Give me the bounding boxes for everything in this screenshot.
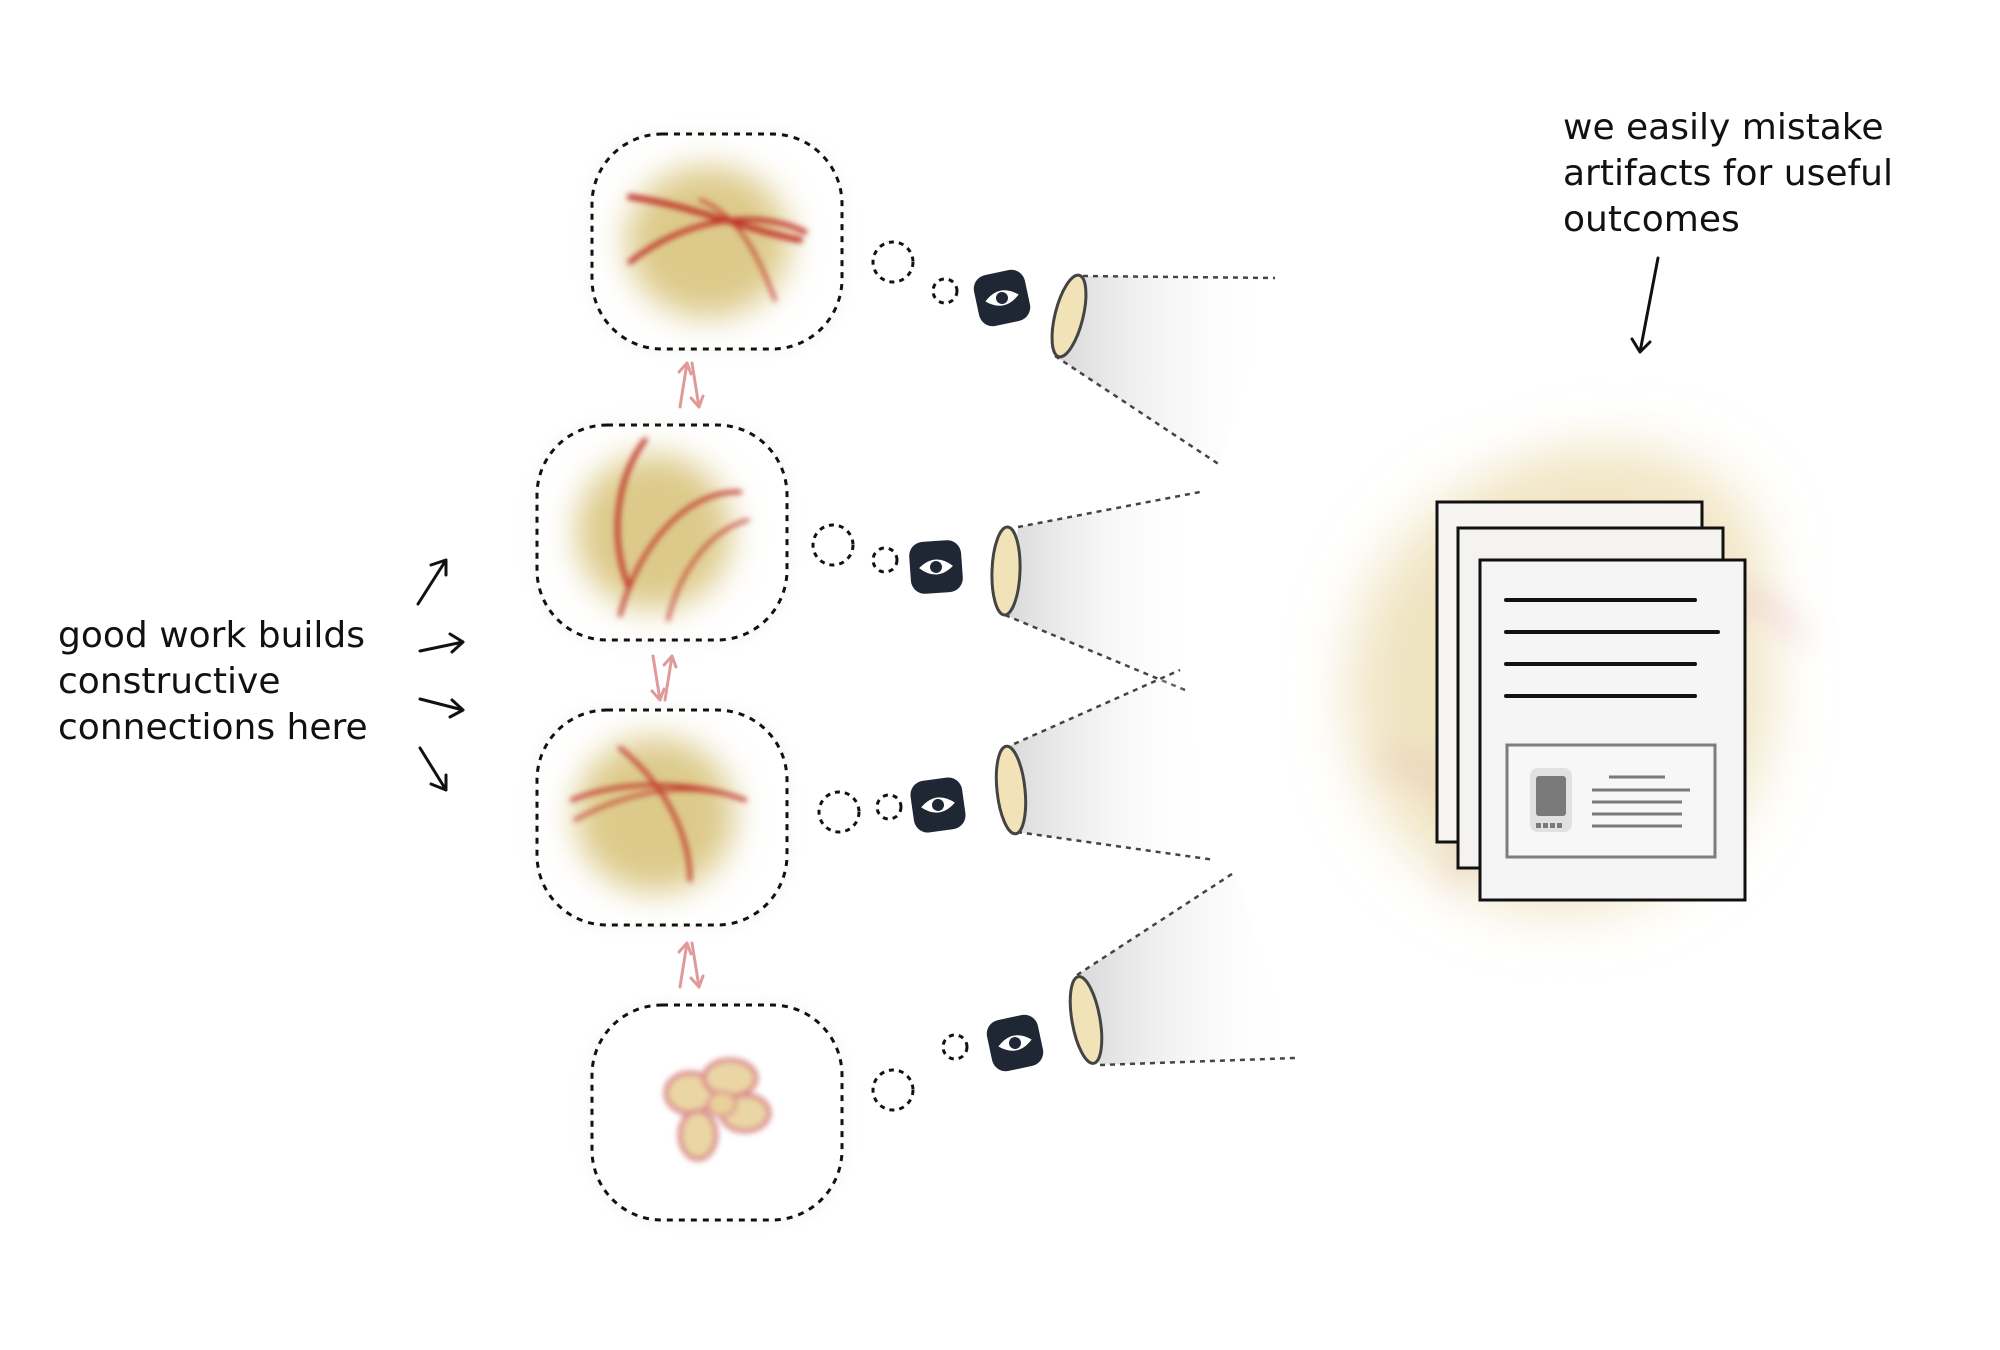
arrow-icon	[416, 256, 1660, 792]
swap-arrows-icon	[650, 361, 705, 989]
annotation-right-line-3: outcomes	[1563, 199, 1740, 240]
eye-icon	[986, 1014, 1044, 1072]
eye-icon	[910, 777, 966, 833]
thought-node-4	[590, 1003, 844, 1222]
thought-node-3	[535, 708, 789, 927]
spotlight-icon	[1050, 273, 1276, 467]
annotation-left: good work builds constructive connection…	[58, 613, 368, 751]
thought-bubbles	[811, 240, 969, 1112]
annotation-right-line-1: we easily mistake	[1563, 107, 1884, 148]
thought-node-2	[535, 423, 789, 642]
eye-icon	[973, 269, 1031, 327]
annotation-right: we easily mistake artifacts for useful o…	[1563, 105, 1893, 243]
annotation-left-line-1: good work builds	[58, 615, 366, 656]
annotation-left-line-2: constructive	[58, 661, 281, 702]
spotlight-icon	[994, 668, 1216, 862]
phone-icon	[1530, 768, 1572, 832]
annotation-left-line-3: connections here	[58, 707, 368, 748]
eye-icon	[909, 540, 963, 594]
document-stack-icon	[1435, 500, 1747, 902]
spotlight-icon	[1068, 870, 1296, 1067]
scattered-blob	[663, 1057, 772, 1162]
annotation-right-line-2: artifacts for useful	[1563, 153, 1893, 194]
spotlight-icon	[990, 490, 1201, 692]
thought-node-1	[590, 132, 844, 351]
